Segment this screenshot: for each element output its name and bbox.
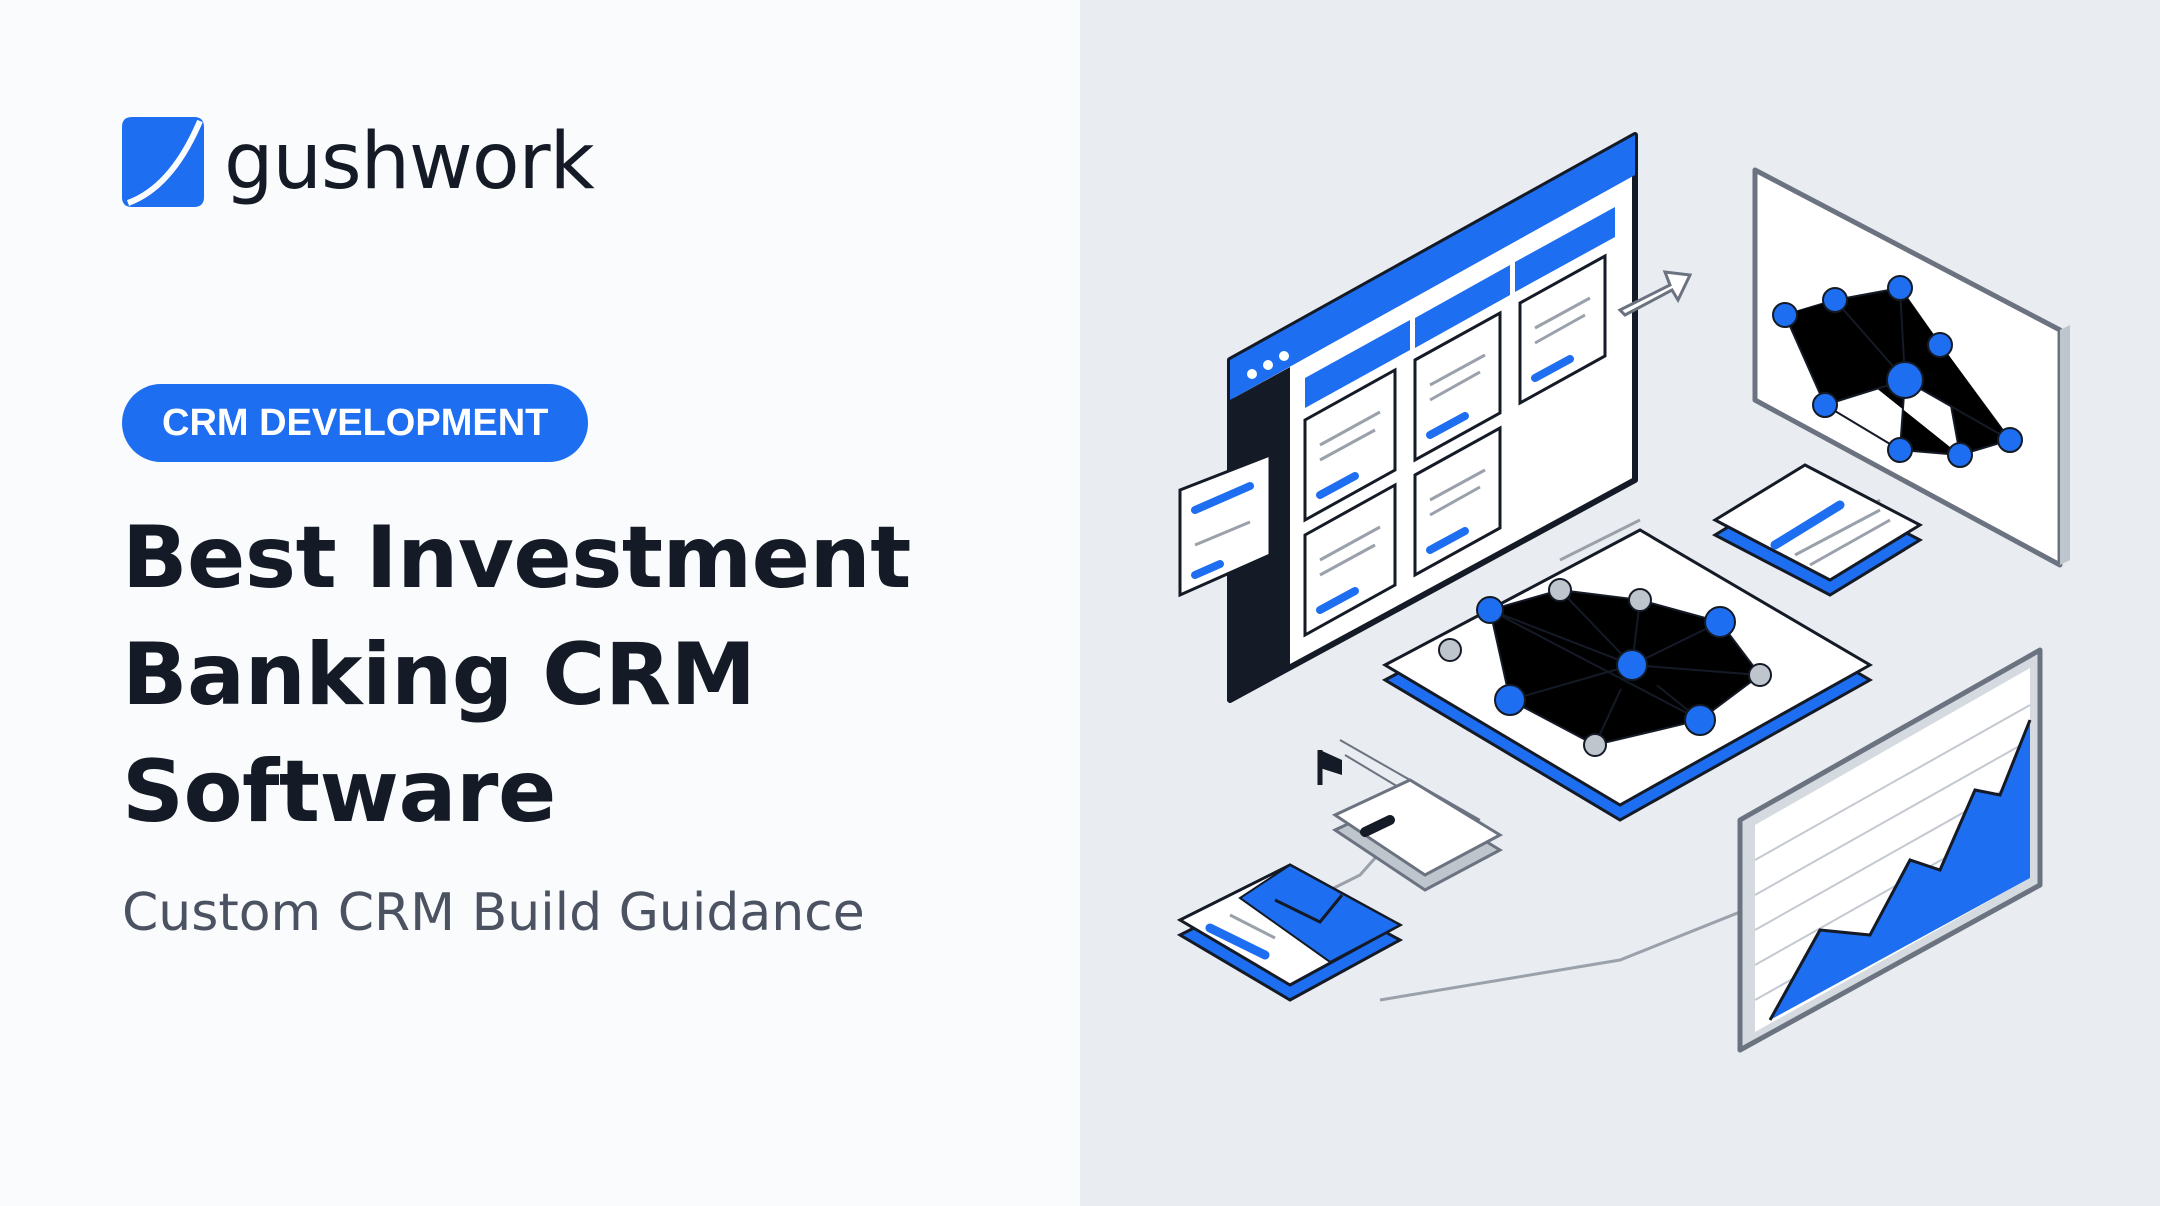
kanban-board-icon — [1178, 132, 1638, 703]
network-graph-icon — [1752, 167, 2070, 568]
chip-card — [1331, 778, 1504, 892]
crm-illustration — [1176, 132, 2070, 1053]
page-subtitle: Custom CRM Build Guidance — [122, 883, 865, 943]
network-platform — [1381, 528, 1874, 822]
title-line: Best Investment — [122, 508, 911, 608]
category-badge: CRM DEVELOPMENT — [122, 384, 589, 462]
title-line: Software — [122, 742, 556, 842]
email-card-icon — [1176, 863, 1404, 1002]
note-card — [1711, 463, 1924, 597]
line-chart-icon — [1737, 647, 2043, 1053]
brand-name: gushwork — [224, 117, 595, 207]
gushwork-logo-icon — [122, 117, 204, 207]
arrow-icon — [1617, 270, 1693, 317]
page-title: Best Investment Banking CRM Software — [122, 500, 1022, 851]
brand-logo[interactable]: gushwork — [122, 112, 595, 212]
title-line: Banking CRM — [122, 625, 756, 725]
